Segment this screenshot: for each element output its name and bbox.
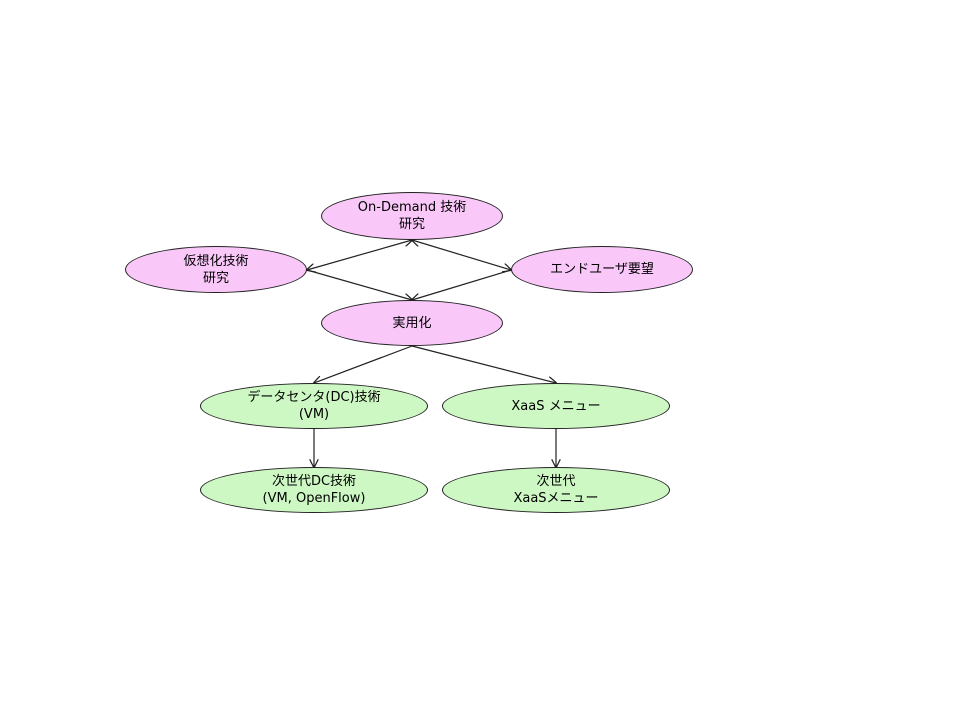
node-enduser-demand: エンドユーザ要望 <box>511 246 693 293</box>
node-next-gen-xaas-menu: 次世代 XaaSメニュー <box>442 467 670 513</box>
node-nextdc-line2: (VM, OpenFlow) <box>262 491 366 506</box>
node-xaas-line1: XaaS メニュー <box>511 398 601 414</box>
node-nextxaas-line1: 次世代 <box>536 474 576 489</box>
node-ondemand-line2: 研究 <box>398 217 425 232</box>
node-dc-line2: (VM) <box>298 407 330 422</box>
node-datacenter-tech: データセンタ(DC)技術 (VM) <box>200 383 428 429</box>
node-virtual-line2: 研究 <box>202 270 229 286</box>
node-virtualization-research: 仮想化技術 研究 <box>125 246 307 293</box>
edge-practical-to-dc <box>314 345 413 383</box>
node-xaas-menu: XaaS メニュー <box>442 383 670 429</box>
edge-ondemand-to-virtual <box>307 240 412 270</box>
node-nextxaas-line2: XaaSメニュー <box>513 491 599 506</box>
node-nextdc-line1: 次世代DC技術 <box>271 474 357 489</box>
node-dc-line1: データセンタ(DC)技術 <box>247 390 381 405</box>
node-ondemand-line1: On-Demand 技術 <box>357 200 467 215</box>
node-practical-line1: 実用化 <box>392 315 432 331</box>
node-ondemand-research: On-Demand 技術 研究 <box>321 192 503 240</box>
node-next-gen-dc-tech: 次世代DC技術 (VM, OpenFlow) <box>200 467 428 513</box>
node-practical-use: 実用化 <box>321 300 503 346</box>
node-enduser-line1: エンドユーザ要望 <box>550 262 654 277</box>
edge-enduser-to-practical <box>412 269 512 300</box>
node-virtual-line1: 仮想化技術 <box>183 253 249 269</box>
edge-practical-to-xaas <box>411 345 556 383</box>
edge-virtual-to-practical <box>306 269 412 300</box>
edge-ondemand-to-enduser <box>412 240 511 270</box>
